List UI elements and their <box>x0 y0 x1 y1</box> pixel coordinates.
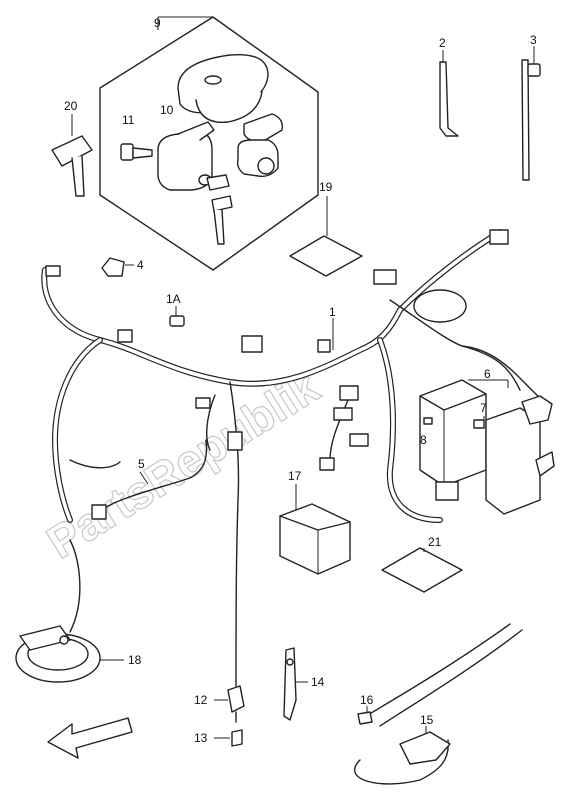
plate-21 <box>381 547 463 593</box>
callout-6: 6 <box>484 367 491 381</box>
horn <box>15 539 101 683</box>
clamp-3 <box>521 59 541 181</box>
callout-10: 10 <box>160 103 174 117</box>
sub-harness-5 <box>69 439 208 513</box>
callout-1: 1 <box>329 305 336 319</box>
neutral-switch <box>227 685 245 723</box>
clutch-switch-cable <box>354 623 523 785</box>
front-direction-arrow-icon <box>47 717 133 759</box>
ignition-switch-set-group <box>99 16 319 271</box>
callout-3: 3 <box>530 33 537 47</box>
callout-18: 18 <box>128 653 142 667</box>
callout-12: 12 <box>194 693 208 707</box>
clip-4 <box>101 257 125 277</box>
callout-20: 20 <box>64 99 78 113</box>
callout-11: 11 <box>122 113 135 127</box>
fuse-box <box>419 379 555 515</box>
callout-4: 4 <box>137 258 144 272</box>
clip-1a <box>169 315 185 327</box>
callout-13: 13 <box>194 731 208 745</box>
relay-17 <box>279 503 351 575</box>
screw-13 <box>231 729 243 747</box>
callout-14: 14 <box>311 675 325 689</box>
callout-19: 19 <box>319 180 333 194</box>
label-plate-19 <box>289 235 363 277</box>
key-blank <box>51 135 93 197</box>
side-stand-switch-connector <box>461 345 553 425</box>
callout-1a: 1A <box>166 292 181 306</box>
callout-8: 8 <box>420 433 427 447</box>
callout-15: 15 <box>420 713 434 727</box>
callout-17: 17 <box>288 469 302 483</box>
clamp-2 <box>439 61 459 137</box>
bracket-14 <box>283 647 297 721</box>
callout-2: 2 <box>439 36 446 50</box>
callout-7: 7 <box>480 401 487 415</box>
callout-16: 16 <box>360 693 374 707</box>
callout-9: 9 <box>154 16 161 30</box>
callout-5: 5 <box>138 457 145 471</box>
main-wiring-harness <box>41 229 521 691</box>
callout-21: 21 <box>428 535 442 549</box>
